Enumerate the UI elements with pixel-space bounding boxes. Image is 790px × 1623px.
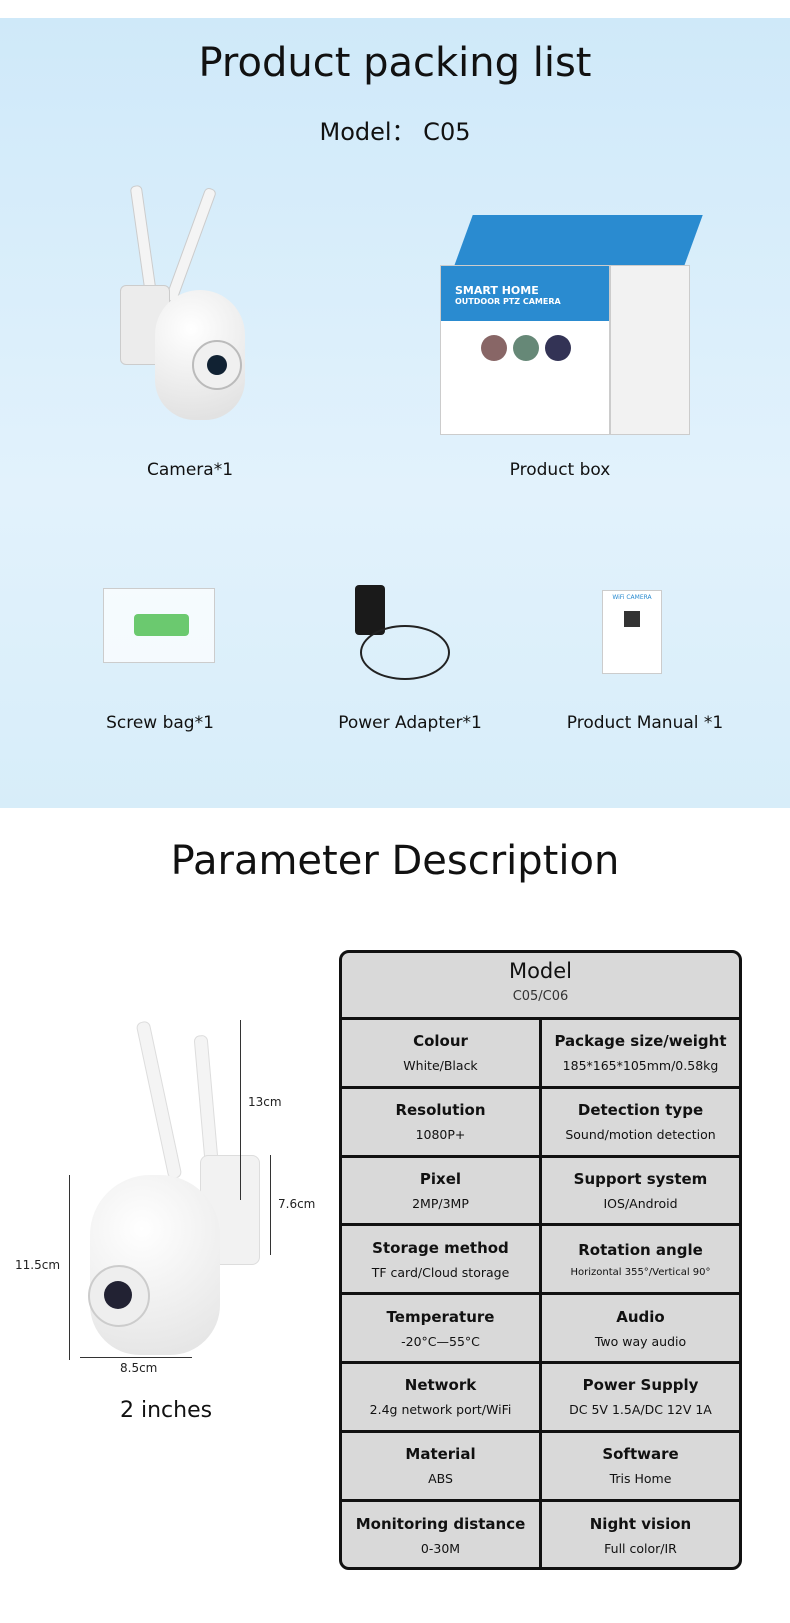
dim-body: 11.5cm (15, 1258, 61, 1272)
param-value: Sound/motion detection (565, 1127, 716, 1143)
param-key: Colour (413, 1032, 468, 1051)
param-value: TF card/Cloud storage (371, 1264, 510, 1280)
param-key: Monitoring distance (355, 1515, 526, 1534)
table-cell: Power Supply DC 5V 1.5A/DC 12V 1A (542, 1364, 739, 1430)
param-value: 185*165*105mm/0.58kg (562, 1058, 719, 1074)
param-key: Material (405, 1445, 476, 1464)
power-adapter-image (355, 585, 455, 695)
param-key: Rotation angle (578, 1240, 703, 1259)
table-cell: Monitoring distance 0-30M (342, 1501, 542, 1567)
product-manual-label: Product Manual *1 (566, 713, 724, 733)
manual-text: WiFi CAMERA (612, 594, 652, 601)
table-header: Model C05/C06 (342, 953, 739, 1020)
screw-bag-label: Screw bag*1 (106, 713, 214, 733)
table-cell: Resolution 1080P+ (342, 1088, 542, 1155)
table-cell: Network 2.4g network port/WiFi (342, 1363, 542, 1430)
table-cell: Storage method TF card/Cloud storage (342, 1226, 542, 1293)
packing-title: Product packing list (198, 40, 592, 86)
size-label: 2 inches (120, 1398, 213, 1423)
dim-height: 13cm (248, 1095, 282, 1109)
param-value: Tris Home (609, 1471, 672, 1487)
param-key: Detection type (577, 1101, 704, 1120)
param-key: Audio (616, 1307, 665, 1326)
param-value: White/Black (403, 1058, 478, 1074)
table-row: Network 2.4g network port/WiFi Power Suppl… (342, 1363, 739, 1433)
table-cell: Pixel 2MP/3MP (342, 1157, 542, 1224)
screw-bag-image (103, 588, 215, 663)
header-key: Model (508, 959, 573, 983)
box-text-2: OUTDOOR PTZ CAMERA (455, 297, 561, 306)
param-key: Resolution (395, 1101, 486, 1120)
dimension-diagram: 13cm 7.6cm 11.5cm 8.5cm (15, 1015, 330, 1395)
product-manual-image: WiFi CAMERA (602, 590, 662, 674)
dim-width: 8.5cm (120, 1361, 158, 1375)
param-value: IOS/Android (603, 1195, 678, 1211)
param-value: Horizontal 355°/Vertical 90° (570, 1266, 711, 1278)
param-key: Night vision (589, 1515, 692, 1534)
param-value: 1080P+ (415, 1127, 466, 1143)
table-cell: Package size/weight 185*165*105mm/0.58kg (542, 1020, 739, 1086)
header-value: C05/C06 (512, 989, 569, 1004)
param-value: 2MP/3MP (412, 1195, 469, 1211)
param-key: Support system (573, 1169, 708, 1188)
product-box-image: SMART HOME OUTDOOR PTZ CAMERA (440, 215, 710, 445)
param-key: Software (602, 1445, 679, 1464)
param-value: ABS (428, 1471, 453, 1487)
param-value: 0-30M (420, 1541, 461, 1557)
param-value: DC 5V 1.5A/DC 12V 1A (569, 1402, 712, 1418)
param-key: Pixel (419, 1169, 462, 1188)
model-label: Model： C05 (319, 118, 471, 146)
param-value: Two way audio (594, 1333, 687, 1349)
param-value: Full color/IR (604, 1541, 677, 1557)
param-key: Storage method (372, 1238, 509, 1257)
parameter-title: Parameter Description (170, 838, 620, 884)
power-adapter-label: Power Adapter*1 (338, 713, 482, 733)
table-cell: Temperature -20°C—55°C (342, 1295, 542, 1361)
dim-bracket: 7.6cm (278, 1197, 316, 1211)
box-text-1: SMART HOME (455, 284, 539, 297)
param-key: Temperature (386, 1307, 495, 1326)
param-value: -20°C—55°C (401, 1333, 480, 1349)
param-key: Package size/weight (554, 1032, 727, 1051)
table-row: Storage method TF card/Cloud storage Rotat… (342, 1226, 739, 1296)
param-value: 2.4g network port/WiFi (369, 1402, 512, 1418)
camera-image (110, 180, 250, 430)
product-box-label: Product box (509, 460, 611, 480)
camera-label: Camera*1 (146, 460, 234, 480)
param-key: Power Supply (582, 1376, 699, 1395)
param-key: Network (404, 1376, 477, 1395)
